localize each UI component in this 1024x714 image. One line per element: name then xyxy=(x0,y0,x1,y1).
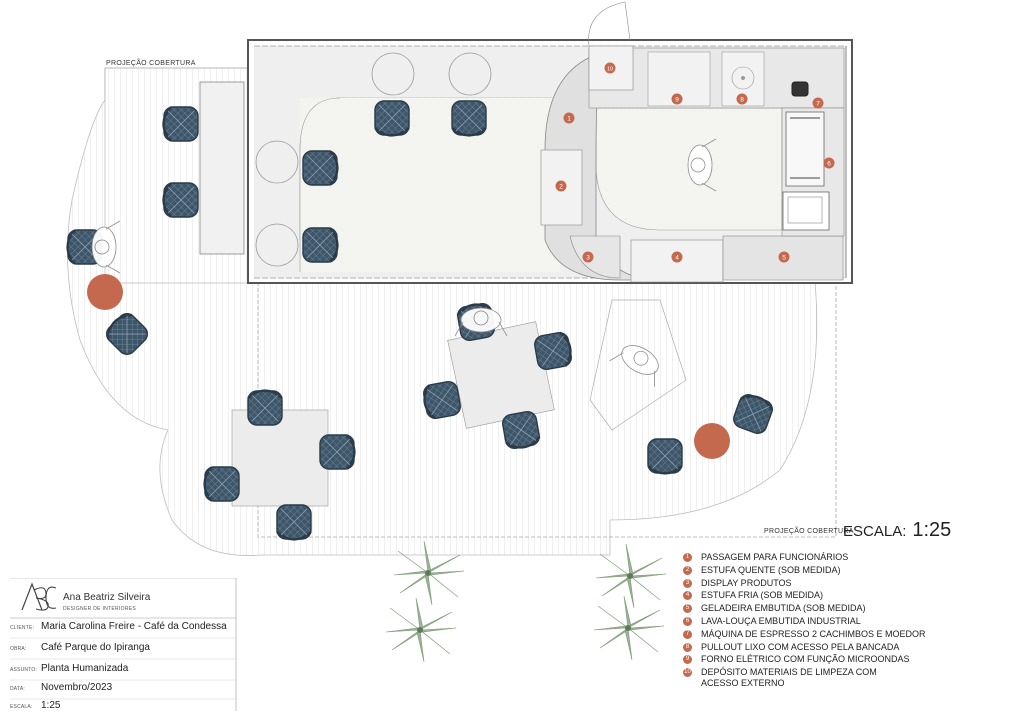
plan-marker-2: 2 xyxy=(555,180,567,192)
legend-number: 9 xyxy=(683,655,692,665)
subject-value: Planta Humanizada xyxy=(41,663,129,674)
project-row: OBRA: Café Parque do Ipiranga xyxy=(10,642,150,653)
date-value: Novembro/2023 xyxy=(41,682,113,693)
people xyxy=(91,138,717,431)
legend-text: FORNO ELÉTRICO COM FUNÇÃO MICROONDAS xyxy=(701,654,910,665)
designer-name: Ana Beatriz Silveira xyxy=(63,592,151,603)
plan-marker-5: 5 xyxy=(778,251,790,263)
legend-number: 6 xyxy=(683,616,692,626)
plan-marker-7: 7 xyxy=(812,97,824,109)
plan-markers: 1 2 3 4 5 6 7 8 9 10 xyxy=(555,62,835,263)
cover-projection-label-bottom: PROJEÇÃO COBERTURA xyxy=(764,528,854,535)
legend-number: 3 xyxy=(683,578,692,588)
legend-text: GELADEIRA EMBUTIDA (SOB MEDIDA) xyxy=(701,603,866,614)
legend: 1 PASSAGEM PARA FUNCIONÁRIOS 2 ESTUFA QUEN… xyxy=(683,552,983,691)
legend-item: 5 GELADEIRA EMBUTIDA (SOB MEDIDA) xyxy=(683,603,983,616)
svg-text:8: 8 xyxy=(740,96,744,103)
plan-marker-9: 9 xyxy=(671,93,683,105)
legend-item: 2 ESTUFA QUENTE (SOB MEDIDA) xyxy=(683,565,983,578)
tables xyxy=(231,321,555,507)
side-tables xyxy=(87,274,730,459)
svg-text:9: 9 xyxy=(675,96,679,103)
scale-value: 1:25 xyxy=(912,519,952,541)
bar-counter xyxy=(540,54,844,283)
plan-marker-3: 3 xyxy=(582,251,594,263)
plan-marker-8: 8 xyxy=(736,93,748,105)
legend-text: PASSAGEM PARA FUNCIONÁRIOS xyxy=(701,552,849,562)
legend-text: DEPÓSITO MATERIAIS DE LIMPEZA COM ACESSO… xyxy=(701,667,877,689)
legend-text: PULLOUT LIXO COM ACESSO PELA BANCADA xyxy=(701,641,900,652)
title-block: Ana Beatriz Silveira DESIGNER DE INTERIO… xyxy=(10,578,237,711)
legend-number: 8 xyxy=(683,642,692,652)
legend-item: 7 MÁQUINA DE ESPRESSO 2 CACHIMBOS E MOEDO… xyxy=(683,629,983,642)
plan-marker-10: 10 xyxy=(604,62,616,74)
legend-item: 4 ESTUFA FRIA (SOB MEDIDA) xyxy=(683,590,983,603)
svg-text:4: 4 xyxy=(675,254,679,261)
svg-text:6: 6 xyxy=(827,160,831,167)
plants xyxy=(385,540,667,663)
legend-number: 1 xyxy=(683,553,692,562)
legend-item: 1 PASSAGEM PARA FUNCIONÁRIOS xyxy=(683,552,983,565)
plan-marker-4: 4 xyxy=(671,251,683,263)
bar-stools xyxy=(255,52,492,267)
date-row: DATA: Novembro/2023 xyxy=(10,682,112,693)
back-counter xyxy=(588,47,845,237)
subject-label: ASSUNTO: xyxy=(10,667,38,673)
client-label: CLIENTE: xyxy=(10,625,35,631)
scale-row-value: 1:25 xyxy=(41,700,61,711)
project-label: OBRA: xyxy=(10,646,27,652)
legend-item: 8 PULLOUT LIXO COM ACESSO PELA BANCADA xyxy=(683,642,983,655)
client-value: Maria Carolina Freire - Café da Condessa xyxy=(41,621,227,632)
svg-text:7: 7 xyxy=(816,100,820,107)
date-label: DATA: xyxy=(10,686,25,692)
scale-heading: ESCALA: 1:25 xyxy=(843,519,951,542)
legend-text: ESTUFA QUENTE (SOB MEDIDA) xyxy=(701,564,841,575)
svg-text:5: 5 xyxy=(782,254,786,261)
legend-number: 7 xyxy=(683,629,692,639)
plan-marker-1: 1 xyxy=(563,112,575,124)
legend-text: ESTUFA FRIA (SOB MEDIDA) xyxy=(701,590,824,601)
storage-room xyxy=(588,1,634,91)
scale-row: ESCALA: 1:25 xyxy=(10,700,60,711)
subject-row: ASSUNTO:Planta Humanizada xyxy=(10,663,128,674)
legend-text: MÁQUINA DE ESPRESSO 2 CACHIMBOS E MOEDOR xyxy=(701,628,926,639)
scale-label: ESCALA: xyxy=(843,523,907,540)
legend-item: 9 FORNO ELÉTRICO COM FUNÇÃO MICROONDAS xyxy=(683,654,983,667)
project-value: Café Parque do Ipiranga xyxy=(41,642,150,653)
title-block-frame xyxy=(10,578,237,711)
svg-text:2: 2 xyxy=(559,183,563,190)
legend-number: 10 xyxy=(683,668,692,678)
plan-marker-6: 6 xyxy=(823,157,835,169)
svg-text:10: 10 xyxy=(607,66,613,72)
cover-projection-label-top: PROJEÇÃO COBERTURA xyxy=(106,60,196,67)
client-row: CLIENTE: Maria Carolina Freire - Café da … xyxy=(10,621,227,632)
legend-item: 6 LAVA-LOUÇA EMBUTIDA INDUSTRIAL xyxy=(683,616,983,629)
legend-text: DISPLAY PRODUTOS xyxy=(701,577,792,588)
designer-logo xyxy=(18,580,58,612)
legend-text: LAVA-LOUÇA EMBUTIDA INDUSTRIAL xyxy=(701,615,861,626)
counter-area xyxy=(299,97,561,272)
svg-text:1: 1 xyxy=(567,115,571,122)
bench xyxy=(199,81,245,255)
legend-number: 4 xyxy=(683,591,692,601)
legend-item: 10 DEPÓSITO MATERIAIS DE LIMPEZA COM ACES… xyxy=(683,667,983,691)
legend-item: 3 DISPLAY PRODUTOS xyxy=(683,578,983,591)
scale-row-label: ESCALA: xyxy=(10,704,33,710)
legend-number: 5 xyxy=(683,604,692,614)
legend-number: 2 xyxy=(683,565,692,575)
designer-role: DESIGNER DE INTERIORES xyxy=(63,606,136,612)
svg-text:3: 3 xyxy=(586,254,590,261)
